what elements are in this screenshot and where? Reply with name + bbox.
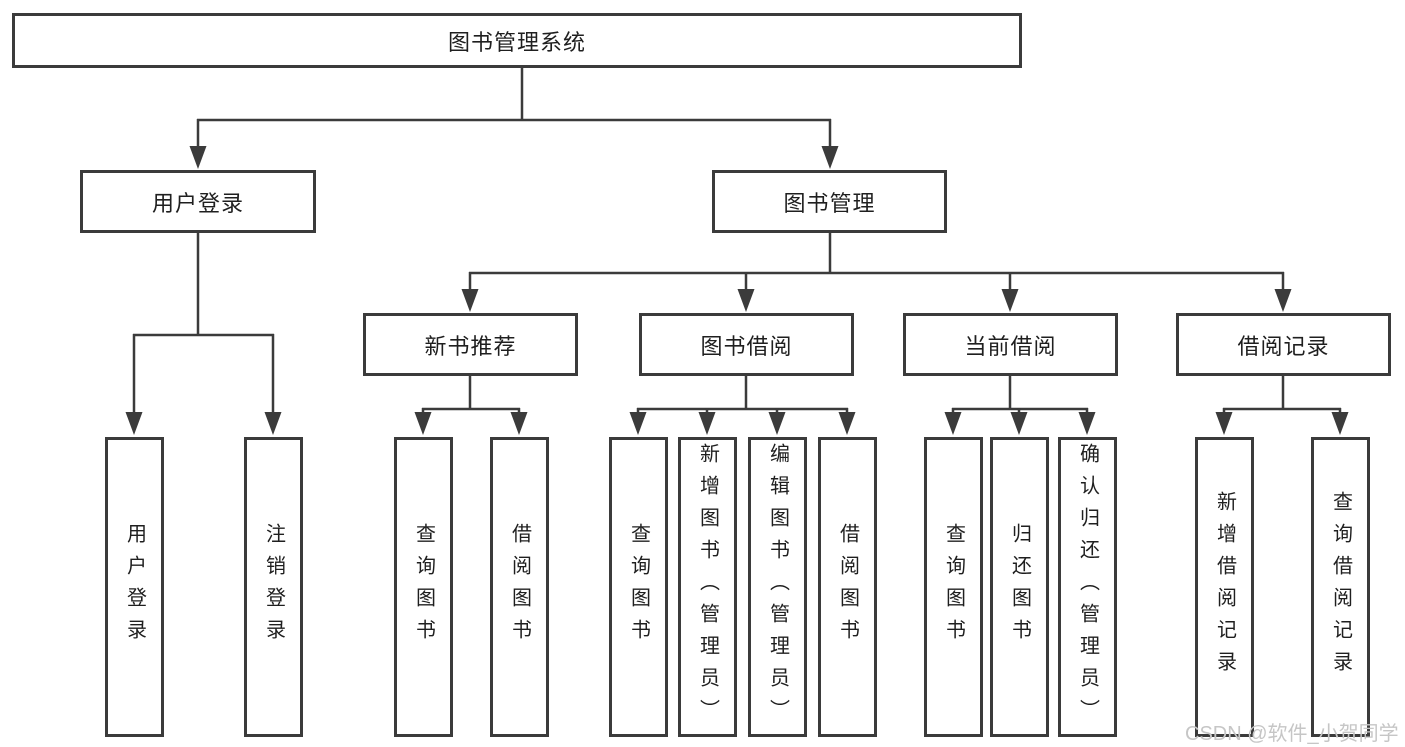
branch-root [189, 68, 839, 169]
leaf-borrow-books-recommend: 借阅图书 [490, 437, 549, 737]
node-current-borrow: 当前借阅 [903, 313, 1118, 376]
branch-new-book-recommend [414, 376, 528, 435]
node-label: 当前借阅 [964, 333, 1057, 359]
node-label: 查询图书 [627, 523, 650, 651]
leaf-borrow-books: 借阅图书 [818, 437, 877, 737]
node-label: 查询借阅记录 [1329, 491, 1352, 683]
node-book-management: 图书管理 [712, 170, 947, 233]
node-library-management-system: 图书管理系统 [12, 13, 1022, 68]
node-label: 新增借阅记录 [1213, 491, 1236, 683]
leaf-user-login: 用户登录 [105, 437, 164, 737]
node-label: 用户登录 [151, 190, 244, 216]
branch-book-borrow [629, 376, 856, 435]
node-label: 图书管理系统 [447, 29, 586, 55]
branch-user-login [125, 233, 282, 435]
node-label: 确认归还（管理员） [1076, 443, 1099, 731]
leaf-logout: 注销登录 [244, 437, 303, 737]
leaf-add-books-admin: 新增图书（管理员） [678, 437, 737, 737]
leaf-add-borrow-record: 新增借阅记录 [1195, 437, 1254, 737]
node-label: 注销登录 [262, 523, 285, 651]
node-label: 图书借阅 [700, 333, 793, 359]
watermark: CSDN @软件_小贺同学 [1185, 723, 1399, 745]
node-label: 查询图书 [942, 523, 965, 651]
leaf-confirm-return-admin: 确认归还（管理员） [1058, 437, 1117, 737]
leaf-query-books-current: 查询图书 [924, 437, 983, 737]
node-label: 查询图书 [412, 523, 435, 651]
leaf-edit-books-admin: 编辑图书（管理员） [748, 437, 807, 737]
branch-borrow-records [1215, 376, 1349, 435]
node-borrow-records: 借阅记录 [1176, 313, 1391, 376]
node-label: 编辑图书（管理员） [766, 443, 789, 731]
node-book-borrow: 图书借阅 [639, 313, 854, 376]
node-label: 借阅图书 [836, 523, 859, 651]
node-label: 用户登录 [123, 523, 146, 651]
leaf-query-borrow-record: 查询借阅记录 [1311, 437, 1370, 737]
leaf-return-books: 归还图书 [990, 437, 1049, 737]
branch-current-borrow [944, 376, 1096, 435]
node-user-login: 用户登录 [80, 170, 316, 233]
branch-book-management [461, 233, 1292, 312]
node-label: 借阅图书 [508, 523, 531, 651]
leaf-query-books-recommend: 查询图书 [394, 437, 453, 737]
leaf-query-books-borrow: 查询图书 [609, 437, 668, 737]
node-label: 新增图书（管理员） [696, 443, 719, 731]
node-label: 归还图书 [1008, 523, 1031, 651]
node-label: 借阅记录 [1237, 333, 1330, 359]
node-new-book-recommend: 新书推荐 [363, 313, 578, 376]
node-label: 新书推荐 [424, 333, 517, 359]
node-label: 图书管理 [783, 190, 876, 216]
